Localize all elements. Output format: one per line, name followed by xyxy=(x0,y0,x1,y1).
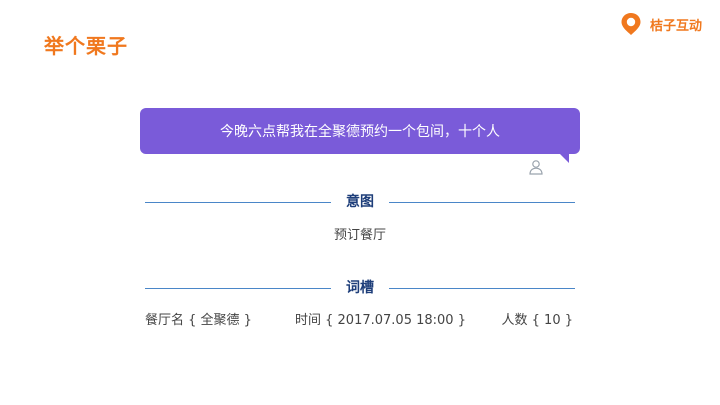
slot-restaurant: 餐厅名 { 全聚德 } xyxy=(145,313,252,328)
slide-title: 举个栗子 xyxy=(44,34,128,58)
slot-list: 餐厅名 { 全聚德 } 时间 { 2017.07.05 18:00 } 人数 {… xyxy=(145,309,575,328)
chat-message-bubble: 今晚六点帮我在全聚德预约一个包间，十个人 xyxy=(140,108,580,154)
slots-section-header: 词槽 xyxy=(145,278,575,298)
divider-line xyxy=(145,288,331,289)
brand-logo: 桔子互动 xyxy=(620,12,702,36)
orange-location-pin-icon xyxy=(621,13,641,35)
brand-name: 桔子互动 xyxy=(650,18,703,34)
intent-heading: 意图 xyxy=(346,194,374,210)
chat-bubble-tail xyxy=(543,151,569,163)
user-icon xyxy=(529,160,543,175)
slots-heading: 词槽 xyxy=(346,280,374,296)
chat-message-text: 今晚六点帮我在全聚德预约一个包间，十个人 xyxy=(220,124,500,140)
intent-section-header: 意图 xyxy=(145,192,575,212)
slot-party-size: 人数 { 10 } xyxy=(501,313,573,328)
divider-line xyxy=(145,202,331,203)
slot-time: 时间 { 2017.07.05 18:00 } xyxy=(295,313,466,328)
intent-value: 预订餐厅 xyxy=(333,228,386,243)
divider-line xyxy=(389,202,575,203)
divider-line xyxy=(389,288,575,289)
